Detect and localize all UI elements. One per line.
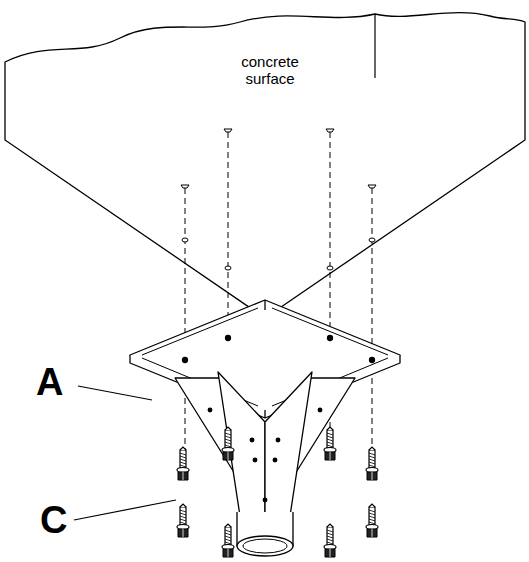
bracket [130, 300, 400, 556]
surface-label: concrete surface [232, 54, 308, 87]
bolts [177, 427, 378, 557]
anchors [181, 129, 376, 270]
part-letter: C [40, 500, 84, 542]
part-letter: A [36, 362, 80, 404]
leader-lines [74, 386, 176, 520]
concrete-block [5, 13, 525, 318]
